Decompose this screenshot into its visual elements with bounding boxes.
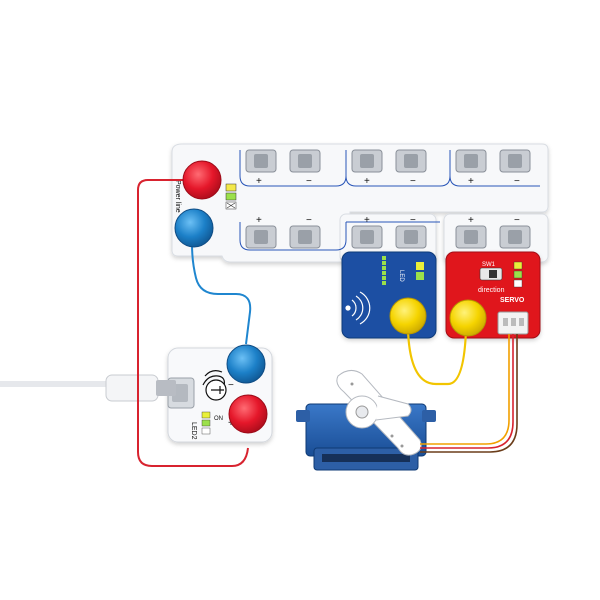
servo-led-indicators [513,261,523,288]
minus-label: − [306,176,312,187]
direction-label: direction [478,287,505,294]
power-led-indicators [225,183,237,210]
servo-label: SERVO [500,297,525,304]
plus-label: + [468,176,474,187]
pin-socket[interactable] [289,149,321,173]
pin-socket[interactable] [245,225,277,249]
minus-label: − [514,215,520,226]
minus-label: − [306,215,312,226]
servo-horn[interactable] [336,370,422,456]
pin-socket[interactable] [351,225,383,249]
minus-label: − [514,176,520,187]
blue-clip-ground[interactable] [174,208,214,248]
pin-socket[interactable] [499,225,531,249]
pin-socket[interactable] [289,225,321,249]
board-traces [239,150,540,251]
plus-label: + [256,176,262,187]
minus-label: − [410,215,416,226]
pin-socket[interactable] [395,149,427,173]
plus-label: + [364,215,370,226]
servo-connector[interactable] [497,311,529,335]
plus-label: + [468,215,474,226]
polarity-labels: + − + − + − + − + − + − [256,176,520,226]
plus-label: + [256,215,262,226]
blue-clip-battery[interactable] [226,344,266,384]
red-clip-power[interactable] [182,160,222,200]
yellow-clip-sensor[interactable] [389,297,427,335]
wire-red-power [137,179,249,467]
pin-socket[interactable] [395,225,427,249]
usb-cable [0,374,176,402]
pin-socket[interactable] [455,225,487,249]
battery-on-indicator [201,411,211,435]
red-clip-battery[interactable] [228,394,268,434]
pin-socket[interactable] [455,149,487,173]
battery-led-label: LED2 [190,422,197,440]
battery-face-icon [202,370,227,401]
yellow-clip-servo[interactable] [449,299,487,337]
sensor-led-label: LED [398,270,404,282]
pin-row-top [245,149,531,173]
sensor-led-column [382,256,424,285]
pin-socket[interactable] [351,149,383,173]
minus-label: − [410,176,416,187]
battery-minus-label: − [228,380,234,391]
direction-switch[interactable] [479,267,503,281]
wire-yellow-signal [406,329,468,386]
battery-on-label: ON [214,416,223,422]
pin-socket[interactable] [499,149,531,173]
pin-socket[interactable] [245,149,277,173]
power-line-label: Power line [174,180,181,213]
plus-label: + [364,176,370,187]
wifi-signal-icon [345,291,371,325]
wire-blue-ground [191,243,252,345]
wire-servo-cable [420,334,518,453]
sw1-label: SW1 [482,262,496,268]
pin-row-bottom [245,225,531,249]
